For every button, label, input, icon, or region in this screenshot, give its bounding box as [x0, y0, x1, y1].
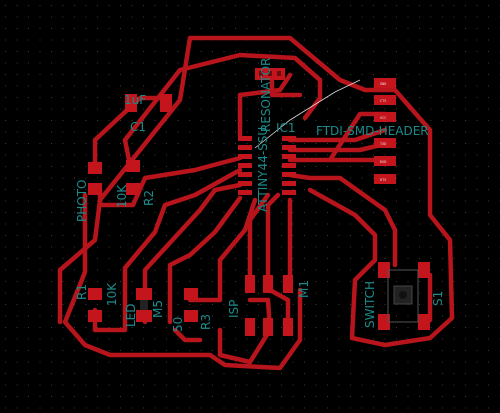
- ftdi-pin-label: VCC: [380, 116, 386, 120]
- attiny-label: ATTINY44-SSU: [256, 127, 270, 212]
- led-label: LED: [124, 303, 138, 327]
- ftdi-pin-labels: GND CTS VCC TXD RXD RTS: [380, 82, 386, 182]
- trace-r3-left: [172, 327, 203, 343]
- ftdi-header-footprint: [374, 78, 396, 184]
- trace-m5: [167, 195, 243, 325]
- ftdi-pin-label: TXD: [380, 142, 386, 146]
- trace-outer-loop: [57, 35, 455, 341]
- ftdi-pin-label: CTS: [380, 99, 386, 103]
- resonator-footprint: [255, 68, 285, 80]
- trace-r1-r10k: [92, 167, 243, 333]
- trace-left-long: [62, 192, 303, 371]
- r3-label: R3: [199, 314, 213, 330]
- trace-resonator-ic: [237, 72, 293, 138]
- silkscreen: FTDI-SMD-HEADER 1uF C1 RESONATOR IC1 ATT…: [75, 58, 445, 332]
- trace-isp-bottom-2: [267, 287, 291, 328]
- ftdi-pin-label: RTS: [380, 178, 386, 182]
- trace-res-right: [269, 72, 303, 98]
- trace-led: [142, 182, 243, 325]
- trace-isp-1: [247, 192, 271, 278]
- ftdi-pin-label: RXD: [380, 160, 386, 164]
- switch-label: SWITCH: [363, 281, 377, 328]
- m1-label: M1: [297, 280, 311, 298]
- r2-value-label: 10K: [115, 184, 129, 208]
- trace-isp-2: [265, 192, 281, 278]
- ftdi-label: FTDI-SMD-HEADER: [316, 124, 429, 138]
- trace-isp-bottom: [217, 297, 273, 365]
- m5-label: M5: [151, 300, 165, 318]
- r1-label: R1: [75, 284, 89, 300]
- ic1-label: IC1: [276, 121, 296, 135]
- c1-label: C1: [130, 120, 146, 134]
- photo-label: PHOTO: [75, 180, 89, 222]
- trace-top-arc: [122, 52, 323, 168]
- s1-label: S1: [431, 291, 445, 306]
- ftdi-pin-label: GND: [380, 82, 386, 86]
- resonator-label: RESONATOR: [259, 58, 273, 132]
- trace-ic-to-ftdi-1: [287, 127, 388, 143]
- r1-footprint: [88, 288, 102, 322]
- c1-footprint: [125, 94, 172, 112]
- trace-c1-left: [92, 95, 163, 168]
- isp-footprint: [245, 275, 293, 336]
- photo-r2-footprint: [88, 160, 140, 195]
- trace-switch-loop: [307, 187, 433, 348]
- ratsnest-line: [254, 79, 361, 149]
- r1-value-label: 10K: [105, 282, 119, 306]
- r3-footprint: [184, 288, 198, 322]
- switch-footprint: [378, 262, 430, 330]
- r2-label: R2: [142, 190, 156, 206]
- led-footprint: [136, 288, 152, 322]
- r3-value-label: 50: [171, 317, 185, 332]
- c1-value-label: 1uF: [124, 93, 146, 107]
- trace-ic-right-down: [287, 172, 398, 268]
- isp-label: ISP: [227, 300, 241, 318]
- ic1-footprint: [238, 136, 296, 195]
